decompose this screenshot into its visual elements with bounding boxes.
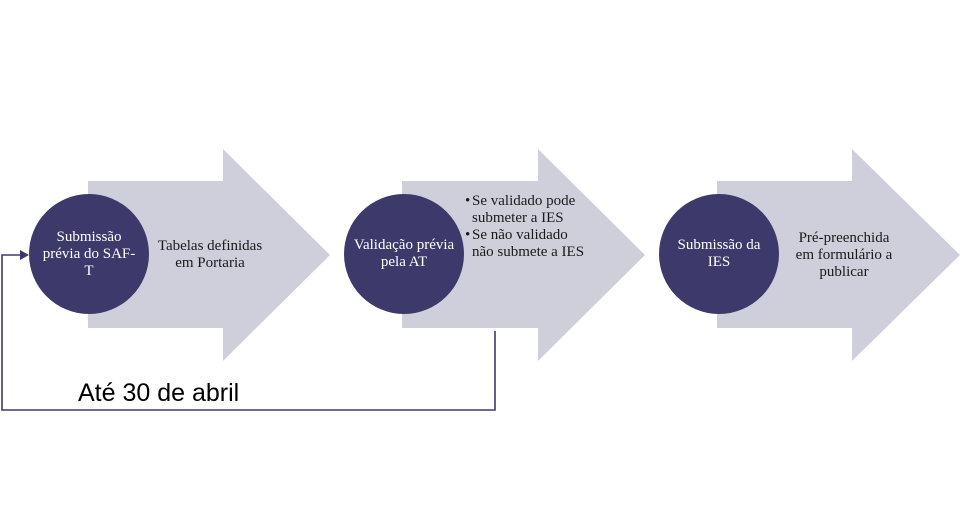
step-1-arrow-text: Tabelas definidas em Portaria bbox=[157, 238, 263, 271]
step-3-circle-label: Submissão da IES bbox=[677, 237, 761, 270]
step-1-circle-label: Submissão prévia do SAF-T bbox=[42, 228, 136, 279]
step-circle-1 bbox=[29, 194, 149, 314]
bullet-text: Se validado pode submeter a IES bbox=[472, 193, 576, 226]
step-2-bullet-list: • Se validado pode submeter a IES • Se n… bbox=[465, 193, 590, 261]
step-3-arrow-text: Pré-preenchida em formulário a publicar bbox=[795, 229, 893, 280]
bullet-item: • Se não validado não submete a IES bbox=[465, 227, 590, 261]
deadline-label: Até 30 de abril bbox=[78, 379, 240, 407]
process-arrow-1 bbox=[88, 149, 330, 361]
process-arrow-2 bbox=[402, 149, 645, 361]
process-arrow-3 bbox=[717, 149, 960, 361]
connector-arrowhead bbox=[20, 250, 29, 260]
bullet-marker: • bbox=[465, 193, 471, 209]
bullet-marker: • bbox=[465, 227, 471, 243]
step-circle-2 bbox=[344, 194, 464, 314]
step-circle-3 bbox=[659, 194, 779, 314]
feedback-connector-line bbox=[1, 254, 496, 411]
step-2-circle-label: Validação prévia pela AT bbox=[353, 237, 455, 270]
bullet-item: • Se validado pode submeter a IES bbox=[465, 193, 590, 227]
bullet-text: Se não validado não submete a IES bbox=[472, 227, 585, 260]
